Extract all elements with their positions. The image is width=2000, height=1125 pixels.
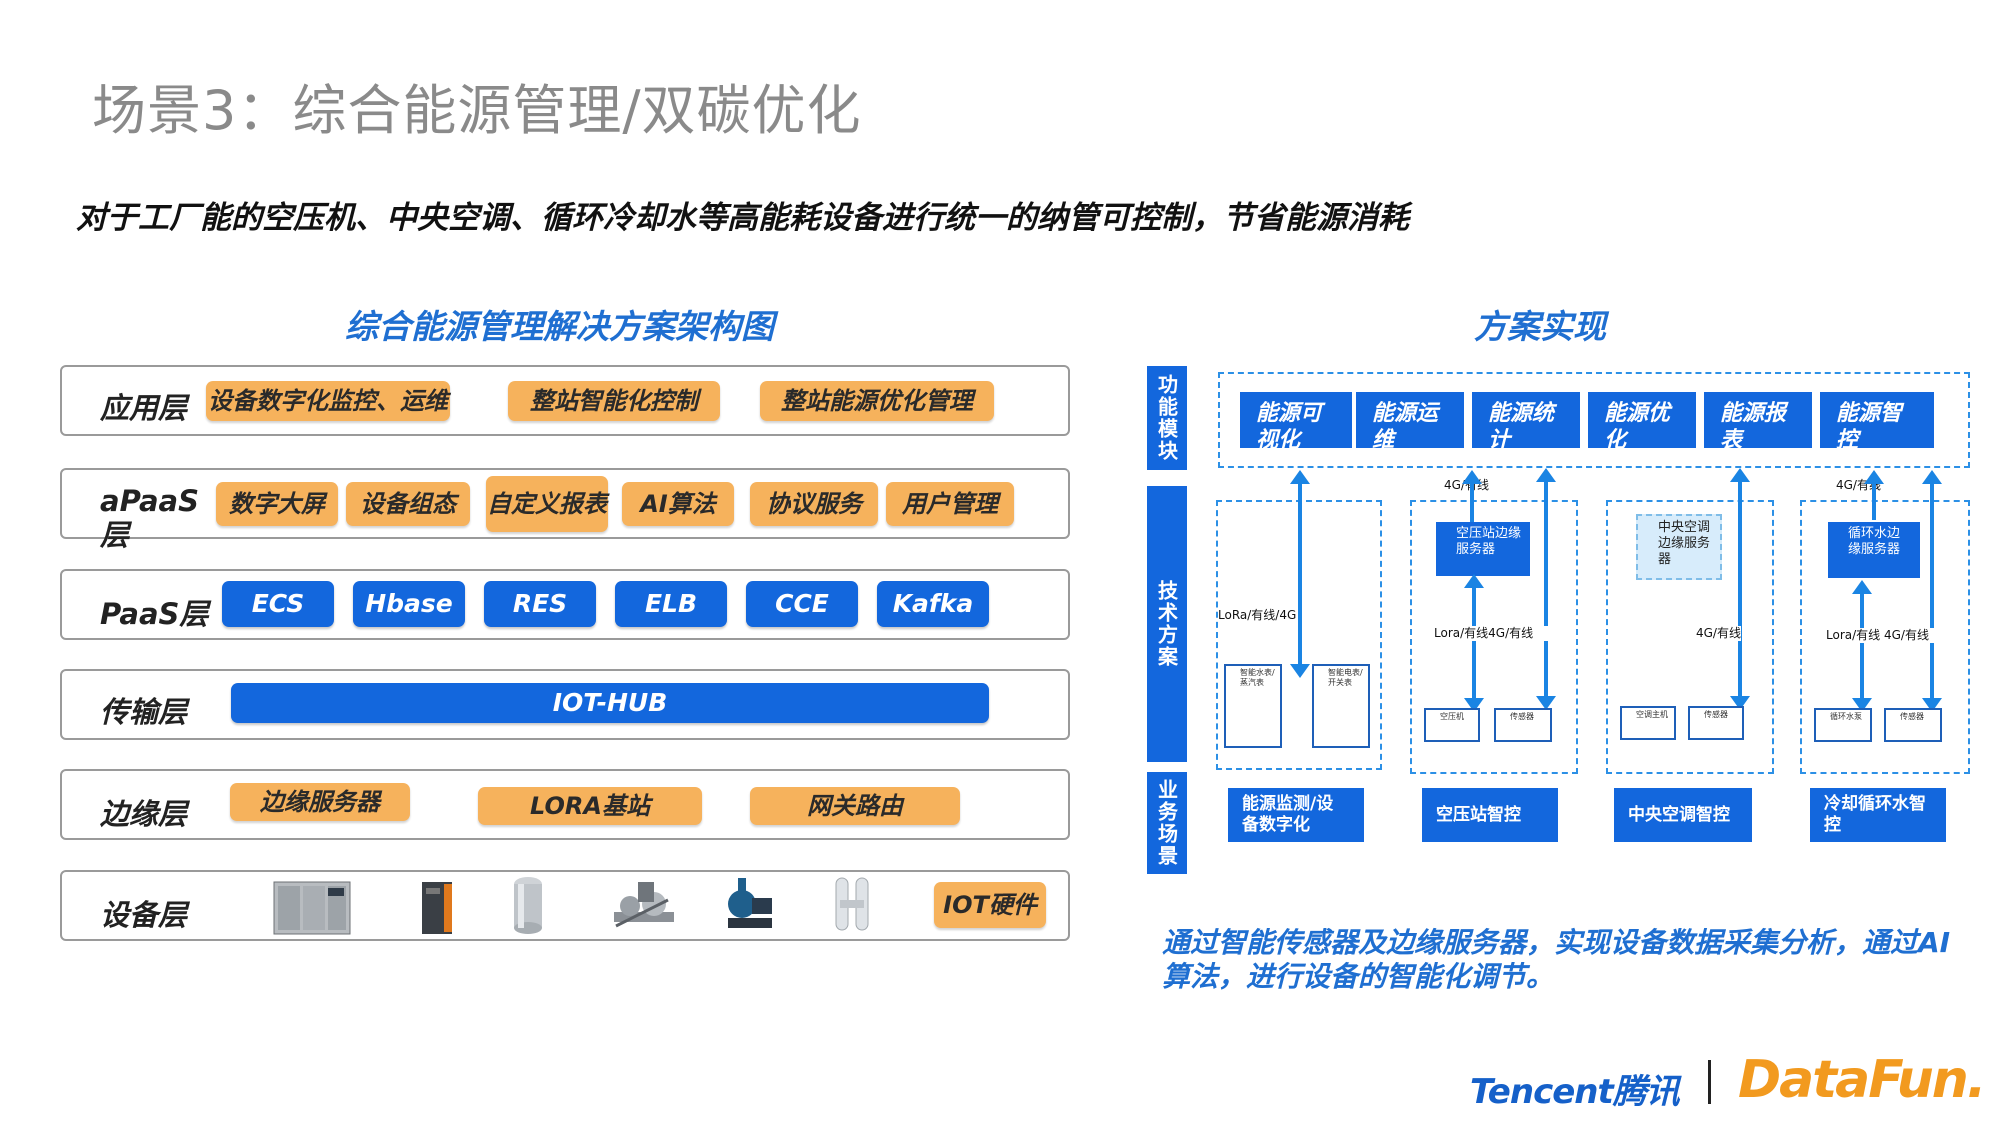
- col2-sensor-generic: 传感器: [1494, 708, 1552, 742]
- implementation-heading: 方案实现: [1474, 307, 1606, 346]
- module-energy-report: 能源报表: [1704, 392, 1812, 453]
- side-label-tech: 技术方案: [1147, 486, 1187, 762]
- logo-divider: [1708, 1060, 1711, 1104]
- cabinet-device-icon: [422, 882, 452, 934]
- architecture-heading: 综合能源管理解决方案架构图: [345, 307, 774, 346]
- air-compressor-device-icon: [273, 881, 351, 935]
- tank-device-icon: [514, 877, 542, 934]
- business-energy-monitoring: 能源监测/设备数字化: [1228, 788, 1364, 842]
- arrow-col2-mid: [1464, 574, 1484, 712]
- module-energy-statistics: 能源统计: [1472, 392, 1580, 453]
- pill-ai-algorithm: AI算法: [622, 482, 734, 526]
- pill-cce: CCE: [746, 581, 858, 627]
- pill-elb: ELB: [615, 581, 727, 627]
- pill-res: RES: [484, 581, 596, 627]
- col3-edge-server: 中央空调边缘服务器: [1636, 514, 1722, 580]
- layer-label: PaaS层: [100, 597, 209, 631]
- function-module-group: [1218, 372, 1970, 468]
- arrow-col4-top: [1864, 470, 1884, 520]
- business-cooling-water-control: 冷却循环水智控: [1810, 788, 1946, 842]
- module-energy-smart-control: 能源智控: [1820, 392, 1934, 453]
- pill-ecs: ECS: [222, 581, 334, 627]
- pill-gateway-router: 网关路由: [750, 787, 960, 825]
- pill-device-monitoring: 设备数字化监控、运维: [206, 381, 450, 421]
- solution-note: 通过智能传感器及边缘服务器，实现设备数据采集分析，通过AI算法，进行设备的智能化…: [1162, 926, 1951, 993]
- layer-paas: PaaS层 ECS Hbase RES ELB CCE Kafka: [60, 569, 1070, 640]
- arrow-col4-mid: [1852, 580, 1872, 712]
- layer-label: 传输层: [100, 695, 188, 729]
- pill-edge-server: 边缘服务器: [230, 783, 410, 821]
- pill-custom-report: 自定义报表: [486, 476, 608, 532]
- col2-mid-link-label: Lora/有线4G/有线: [1434, 626, 1574, 641]
- module-energy-optimization: 能源优化: [1588, 392, 1696, 453]
- arrow-col2-long: [1536, 468, 1556, 710]
- layer-label: 边缘层: [100, 797, 188, 831]
- water-pump-device-icon: [728, 878, 772, 928]
- tech-column-hvac: [1606, 500, 1774, 774]
- page-subtitle: 对于工厂能的空压机、中央空调、循环冷却水等高能耗设备进行统一的纳管可控制，节省能…: [76, 200, 1409, 236]
- col4-edge-server: 循环水边缘服务器: [1828, 522, 1920, 578]
- pump-skid-device-icon: [614, 882, 674, 928]
- col1-link-label: LoRa/有线/4G: [1218, 608, 1297, 622]
- arrow-col1: [1290, 470, 1310, 678]
- col2-edge-server: 空压站边缘服务器: [1436, 522, 1530, 576]
- arrow-col3-long: [1730, 468, 1750, 710]
- dryer-device-icon: [835, 877, 869, 931]
- side-label-business: 业务场景: [1147, 772, 1187, 874]
- arrow-col2-top: [1462, 470, 1482, 522]
- col1-sensor-water: 智能水表/蒸汽表: [1224, 664, 1282, 748]
- col1-sensor-electric: 智能电表/开关表: [1312, 664, 1370, 748]
- pill-kafka: Kafka: [877, 581, 989, 627]
- layer-device: 设备层 IOT硬件: [60, 870, 1070, 941]
- module-energy-visualization: 能源可视化: [1240, 392, 1352, 453]
- layer-application: 应用层 设备数字化监控、运维 整站智能化控制 整站能源优化管理: [60, 365, 1070, 436]
- pill-iot-hub: IOT-HUB: [231, 683, 989, 723]
- business-compressor-control: 空压站智控: [1422, 788, 1558, 842]
- pill-hbase: Hbase: [353, 581, 465, 627]
- col4-sensor-generic: 传感器: [1884, 708, 1942, 742]
- pill-smart-control: 整站智能化控制: [508, 381, 720, 421]
- pill-iot-hardware: IOT硬件: [934, 882, 1046, 928]
- pill-big-screen: 数字大屏: [216, 482, 338, 526]
- pill-lora-station: LORA基站: [478, 787, 702, 825]
- arrow-col4-long: [1922, 470, 1942, 712]
- layer-label: 设备层: [100, 898, 188, 932]
- layer-edge: 边缘层 边缘服务器 LORA基站 网关路由: [60, 769, 1070, 840]
- datafun-logo: DataFun.: [1738, 1050, 1987, 1110]
- side-label-function: 功能模块: [1147, 366, 1187, 470]
- col3-mid-link-label: 4G/有线: [1696, 626, 1741, 641]
- pill-energy-optimization: 整站能源优化管理: [760, 381, 994, 421]
- layer-apaas: aPaaS层 数字大屏 设备组态 自定义报表 AI算法 协议服务 用户管理: [60, 468, 1070, 552]
- layer-label: aPaaS层: [100, 484, 199, 552]
- page-title: 场景3：综合能源管理/双碳优化: [92, 79, 862, 142]
- col4-sensor-water-pump: 循环水泵: [1814, 708, 1872, 742]
- col3-sensor-generic: 传感器: [1688, 706, 1744, 740]
- tech-column-compressor: [1410, 500, 1578, 774]
- col4-mid-link-label: Lora/有线 4G/有线: [1826, 628, 1962, 643]
- tech-column-cooling-water: [1800, 500, 1970, 774]
- layer-transport: 传输层 IOT-HUB: [60, 669, 1070, 740]
- pill-device-config: 设备组态: [346, 482, 470, 526]
- module-energy-operations: 能源运维: [1356, 392, 1464, 453]
- col2-sensor-compressor: 空压机: [1424, 708, 1480, 742]
- col3-sensor-ac-host: 空调主机: [1620, 706, 1676, 740]
- pill-protocol-service: 协议服务: [750, 482, 878, 526]
- tencent-logo: Tencent腾讯: [1470, 1072, 1680, 1112]
- layer-label: 应用层: [100, 391, 188, 425]
- business-hvac-control: 中央空调智控: [1614, 788, 1752, 842]
- pill-user-management: 用户管理: [886, 482, 1014, 526]
